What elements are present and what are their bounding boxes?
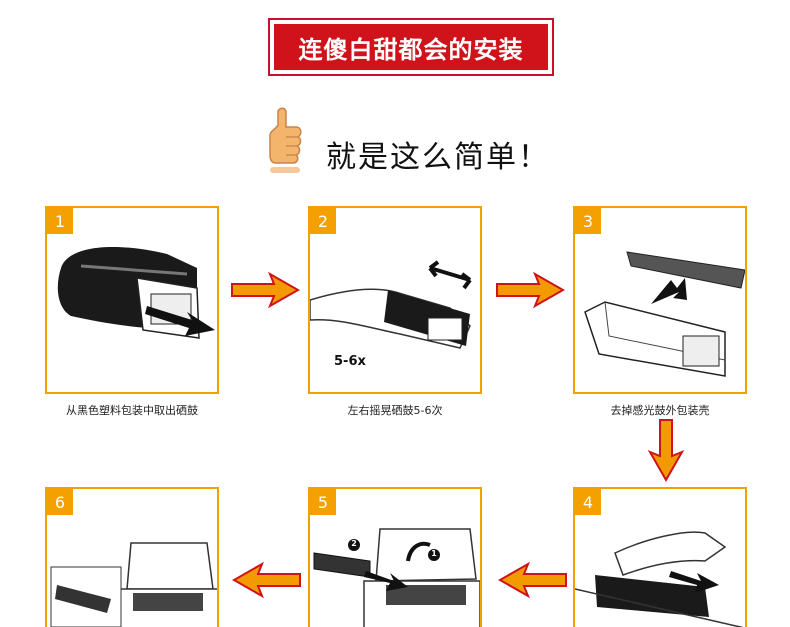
step-3-caption: 去掉感光鼓外包装壳 bbox=[610, 404, 710, 417]
arrow-down-icon bbox=[647, 419, 685, 482]
step-5-marker-1: 1 bbox=[431, 549, 437, 558]
step-6-illustration bbox=[50, 542, 217, 627]
step-1-caption: 从黑色塑料包装中取出硒鼓 bbox=[66, 404, 198, 417]
step-1-illustration bbox=[57, 246, 215, 339]
step-5-panel: 5 2 1 bbox=[308, 487, 482, 627]
step-4-illustration bbox=[575, 531, 744, 627]
arrow-left-icon bbox=[232, 561, 301, 599]
step-3-illustration bbox=[584, 251, 745, 377]
thumbs-up-icon bbox=[269, 107, 302, 173]
step-4-panel: 4 bbox=[573, 487, 747, 627]
step-2-caption: 左右摇晃硒鼓5-6次 bbox=[347, 404, 443, 417]
step-number: 5 bbox=[310, 489, 336, 515]
step-5-illustration bbox=[313, 528, 480, 627]
step-number: 2 bbox=[310, 208, 336, 234]
step-1-panel: 1 bbox=[45, 206, 219, 394]
step-number: 3 bbox=[575, 208, 601, 234]
page-title: 连傻白甜都会的安装 bbox=[274, 24, 548, 70]
title-banner: 连傻白甜都会的安装 bbox=[268, 18, 554, 76]
step-3-panel: 3 bbox=[573, 206, 747, 394]
step-number: 4 bbox=[575, 489, 601, 515]
step-2-panel: 2 5-6x bbox=[308, 206, 482, 394]
step-6-panel: 6 bbox=[45, 487, 219, 627]
arrow-right-icon bbox=[231, 271, 300, 309]
shake-count-label: 5-6x bbox=[334, 354, 366, 369]
arrow-left-icon bbox=[498, 561, 567, 599]
step-2-illustration bbox=[310, 260, 472, 349]
arrow-right-icon bbox=[496, 271, 565, 309]
step-number: 1 bbox=[47, 208, 73, 234]
step-number: 6 bbox=[47, 489, 73, 515]
subtitle: 就是这么简单！ bbox=[326, 140, 550, 175]
step-5-marker-2: 2 bbox=[351, 539, 357, 548]
